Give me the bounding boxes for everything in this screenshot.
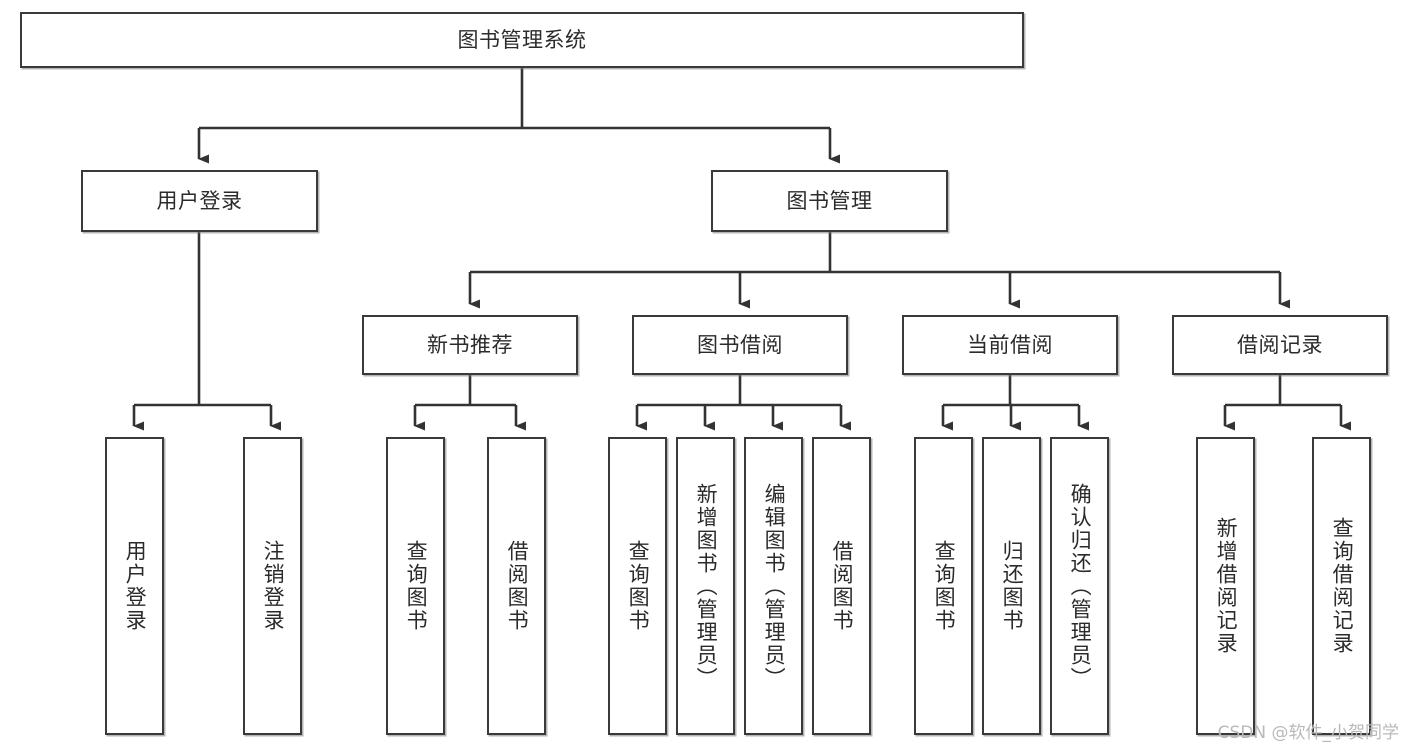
leaf-borrow-book-label: 借阅图书 (830, 540, 855, 632)
node-new-book-recommend-label: 新书推荐 (427, 332, 513, 357)
node-book-borrow-label: 图书借阅 (697, 332, 783, 357)
leaf-add-book[interactable]: 新增图书（管理员） (676, 437, 735, 735)
leaf-add-book-label: 新增图书（管理员） (694, 482, 719, 690)
leaf-logout-label: 注销登录 (261, 540, 286, 632)
node-new-book-recommend[interactable]: 新书推荐 (362, 315, 578, 375)
leaf-query-book-recommend[interactable]: 查询图书 (386, 437, 445, 735)
leaf-query-borrow-record-label: 查询借阅记录 (1330, 517, 1355, 655)
node-current-borrow-label: 当前借阅 (967, 332, 1053, 357)
node-user-login[interactable]: 用户登录 (81, 170, 318, 232)
leaf-return-book-label: 归还图书 (1000, 540, 1025, 632)
leaf-borrow-book-recommend[interactable]: 借阅图书 (487, 437, 546, 735)
leaf-user-login[interactable]: 用户登录 (105, 437, 164, 735)
node-book-manage-label: 图书管理 (786, 188, 873, 213)
node-book-manage[interactable]: 图书管理 (711, 170, 948, 232)
leaf-return-book[interactable]: 归还图书 (982, 437, 1041, 735)
leaf-query-book-current[interactable]: 查询图书 (914, 437, 973, 735)
leaf-edit-book[interactable]: 编辑图书（管理员） (744, 437, 803, 735)
leaf-query-book-borrow-label: 查询图书 (626, 540, 651, 632)
node-root[interactable]: 图书管理系统 (20, 12, 1024, 68)
leaf-edit-book-label: 编辑图书（管理员） (762, 482, 787, 690)
csdn-watermark: CSDN @软件_小贺同学 (1217, 723, 1399, 743)
leaf-borrow-book[interactable]: 借阅图书 (812, 437, 871, 735)
leaf-user-login-label: 用户登录 (123, 540, 148, 632)
leaf-add-borrow-record[interactable]: 新增借阅记录 (1196, 437, 1255, 735)
leaf-confirm-return-label: 确认归还（管理员） (1068, 482, 1093, 690)
node-book-borrow[interactable]: 图书借阅 (632, 315, 848, 375)
leaf-query-borrow-record[interactable]: 查询借阅记录 (1312, 437, 1371, 735)
node-current-borrow[interactable]: 当前借阅 (902, 315, 1118, 375)
node-user-login-label: 用户登录 (156, 188, 243, 213)
leaf-logout[interactable]: 注销登录 (243, 437, 302, 735)
node-root-label: 图书管理系统 (457, 27, 587, 52)
leaf-query-book-recommend-label: 查询图书 (404, 540, 429, 632)
leaf-borrow-book-recommend-label: 借阅图书 (505, 540, 530, 632)
leaf-query-book-borrow[interactable]: 查询图书 (608, 437, 667, 735)
node-borrow-record[interactable]: 借阅记录 (1172, 315, 1388, 375)
node-borrow-record-label: 借阅记录 (1237, 332, 1323, 357)
leaf-confirm-return[interactable]: 确认归还（管理员） (1050, 437, 1109, 735)
leaf-add-borrow-record-label: 新增借阅记录 (1214, 517, 1239, 655)
leaf-query-book-current-label: 查询图书 (932, 540, 957, 632)
